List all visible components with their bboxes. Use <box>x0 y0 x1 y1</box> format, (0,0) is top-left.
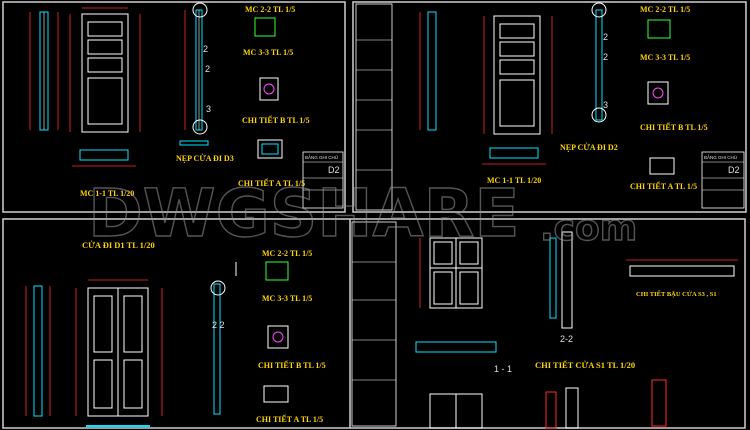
section-11-br: 1 - 1 <box>494 364 512 374</box>
legend-title-tr: BẢNG GHI CHÚ <box>704 154 737 160</box>
label-cta-tr: CHI TIẾT A TL 1/5 <box>630 181 697 191</box>
watermark-text: DWGSHARE <box>88 175 520 252</box>
label-mc22-tl: MC 2-2 TL 1/5 <box>245 5 295 14</box>
legend-code-tl: D2 <box>328 165 340 175</box>
panel-bottom-right: CHI TIẾT CỬA S1 TL 1/20 CHI TIẾT BẬU CỬA… <box>351 221 738 429</box>
section-22-br: 2-2 <box>560 334 573 344</box>
label-ctb-tr: CHI TIẾT B TL 1/5 <box>640 122 708 132</box>
legend-title-tl: BẢNG GHI CHÚ <box>305 154 338 160</box>
label-mc33-tr: MC 3-3 TL 1/5 <box>640 53 690 62</box>
label-ctb-bl: CHI TIẾT B TL 1/5 <box>258 360 326 370</box>
label-s1: CHI TIẾT CỬA S1 TL 1/20 <box>535 360 635 370</box>
section-num-3-tr: 3 <box>603 100 608 110</box>
watermark-suffix: .com <box>540 208 637 249</box>
label-bau-cua: CHI TIẾT BẬU CỬA S3 , S1 <box>636 290 717 298</box>
panel-top-right: MC 2-2 TL 1/5 MC 3-3 TL 1/5 CHI TIẾT B T… <box>355 2 745 211</box>
section-num-2b-tr: 2 <box>603 52 608 62</box>
label-nep-tl: NẸP CỬA ĐI D3 <box>176 153 234 163</box>
panel-top-left: MC 2-2 TL 1/5 MC 3-3 TL 1/5 CHI TIẾT B T… <box>29 2 344 209</box>
legend-code-tr: D2 <box>728 165 740 175</box>
label-mc11-tl: MC 1-1 TL 1/20 <box>80 189 134 198</box>
label-mc22-tr: MC 2-2 TL 1/5 <box>640 5 690 14</box>
label-mc22-bl: MC 2-2 TL 1/5 <box>262 249 312 258</box>
label-ctb-tl: CHI TIẾT B TL 1/5 <box>242 115 310 125</box>
label-mc33-bl: MC 3-3 TL 1/5 <box>262 294 312 303</box>
label-cta-tl: CHI TIẾT A TL 1/5 <box>238 178 305 188</box>
section-num-2: 2 <box>203 44 208 54</box>
label-cta-bl: CHI TIẾT A TL 1/5 <box>256 414 323 424</box>
section-num-2-tr: 2 <box>603 32 608 42</box>
label-d1-title: CỬA ĐI D1 TL 1/20 <box>82 240 155 250</box>
label-nep-tr: NẸP CỬA ĐI D2 <box>560 142 618 152</box>
section-mark-22-bl: 2 2 <box>212 320 225 330</box>
section-num-2b: 2 <box>205 64 210 74</box>
label-mc11-tr: MC 1-1 TL 1/20 <box>487 176 541 185</box>
panel-bottom-left: CỬA ĐI D1 TL 1/20 MC 2-2 TL 1/5 MC 3-3 T… <box>25 240 326 427</box>
label-mc33-tl: MC 3-3 TL 1/5 <box>243 48 293 57</box>
section-num-3: 3 <box>206 104 211 114</box>
